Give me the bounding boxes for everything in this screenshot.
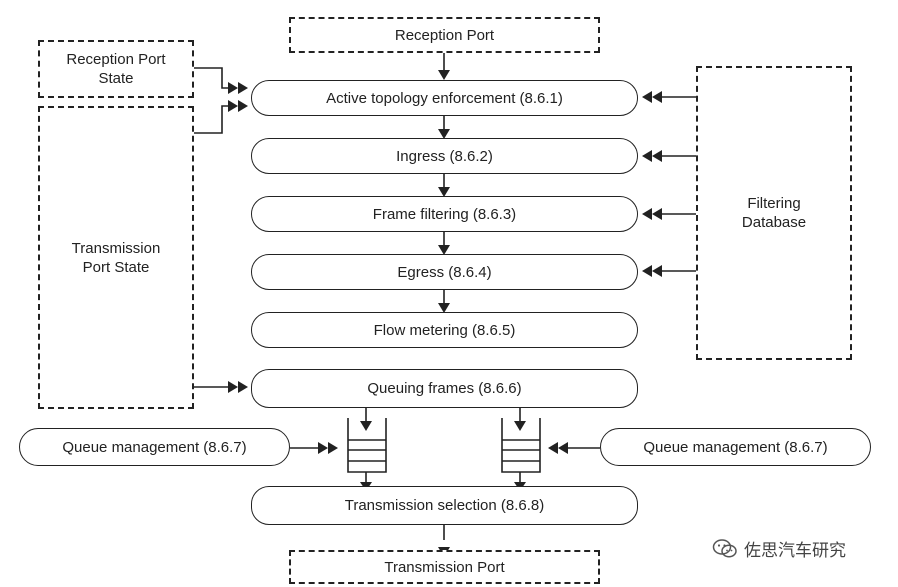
active-topology-enforcement-label: Active topology enforcement (8.6.1) <box>326 89 563 107</box>
queuing-frames-label: Queuing frames (8.6.6) <box>367 380 522 397</box>
watermark-text: 佐思汽车研究 <box>744 541 846 561</box>
transmission-port-label: Transmission Port <box>384 558 505 576</box>
frame-filtering-node: Frame filtering (8.6.3) <box>251 196 638 232</box>
ingress-node: Ingress (8.6.2) <box>251 138 638 174</box>
transmission-port-state-label: Transmission Port State <box>71 239 161 276</box>
queue-management-left-label: Queue management (8.6.7) <box>62 438 247 456</box>
reception-port-state-label: Reception Port State <box>66 51 166 87</box>
flow-metering-node: Flow metering (8.6.5) <box>251 312 638 348</box>
queue-right-icon <box>501 418 541 473</box>
frame-filtering-label: Frame filtering (8.6.3) <box>372 205 517 223</box>
reception-port-state-box: Reception Port State <box>38 40 194 98</box>
watermark: 佐思汽车研究 <box>712 536 846 561</box>
egress-label: Egress (8.6.4) <box>397 263 492 281</box>
flow-metering-label: Flow metering (8.6.5) <box>373 321 516 339</box>
queue-left-icon <box>347 418 387 473</box>
transmission-selection-node: Transmission selection (8.6.8) <box>251 486 638 525</box>
queue-management-left-node: Queue management (8.6.7) <box>19 428 290 466</box>
reception-port-label: Reception Port <box>394 26 495 44</box>
queue-management-right-label: Queue management (8.6.7) <box>643 438 828 456</box>
filtering-database-box: Filtering Database <box>696 66 852 360</box>
ingress-label: Ingress (8.6.2) <box>396 147 493 165</box>
transmission-port-state-box: Transmission Port State <box>38 106 194 409</box>
filtering-database-label: Filtering Database <box>741 195 807 231</box>
wechat-logo-icon <box>712 538 737 558</box>
reception-port-box: Reception Port <box>289 17 600 53</box>
transmission-selection-label: Transmission selection (8.6.8) <box>344 497 545 514</box>
transmission-port-box: Transmission Port <box>289 550 600 584</box>
queuing-frames-node: Queuing frames (8.6.6) <box>251 369 638 408</box>
egress-node: Egress (8.6.4) <box>251 254 638 290</box>
queue-management-right-node: Queue management (8.6.7) <box>600 428 871 466</box>
active-topology-enforcement-node: Active topology enforcement (8.6.1) <box>251 80 638 116</box>
